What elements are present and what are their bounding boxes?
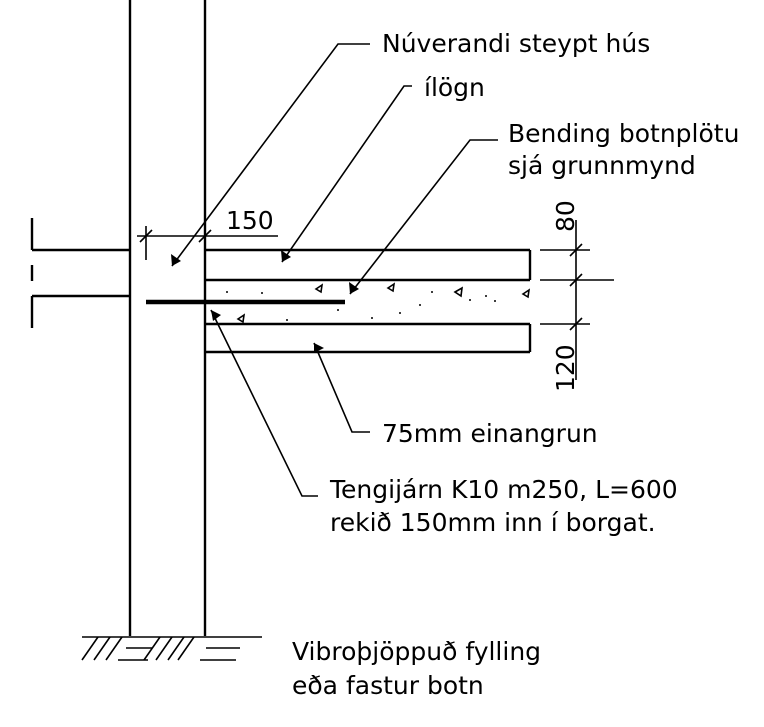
ground-symbol [81, 636, 262, 661]
dimension-150-label: 150 [226, 206, 274, 235]
concrete-hatch [226, 282, 531, 324]
cross-wall [30, 218, 130, 328]
slab-layers [205, 248, 532, 354]
label-inlay: ílögn [424, 73, 485, 102]
existing-wall [128, 0, 207, 636]
label-floor-rebar-1: Bending botnplötu [508, 119, 739, 148]
leader-floor-rebar: Bending botnplötu sjá grunnmynd [349, 119, 739, 295]
label-insulation: 75mm einangrun [382, 419, 598, 448]
leader-existing-house: Núverandi steypt hús [171, 29, 650, 267]
label-fill-2: eða fastur botn [292, 671, 484, 700]
label-fill-1: Vibroþjöppuð fylling [292, 637, 541, 666]
dimension-120-label: 120 [551, 344, 580, 392]
label-dowel-1: Tengijárn K10 m250, L=600 [329, 475, 678, 504]
leader-inlay: ílögn [281, 73, 485, 263]
label-dowel-2: rekið 150mm inn í borgat. [330, 508, 656, 537]
dimension-150: 150 [137, 206, 278, 260]
fill-label: Vibroþjöppuð fylling eða fastur botn [292, 637, 541, 700]
dimension-vertical: 80 120 [540, 200, 614, 392]
label-floor-rebar-2: sjá grunnmynd [508, 151, 696, 180]
dimension-80-label: 80 [551, 200, 580, 232]
label-existing-house: Núverandi steypt hús [382, 29, 650, 58]
leader-dowel: Tengijárn K10 m250, L=600 rekið 150mm in… [210, 309, 678, 537]
leader-insulation: 75mm einangrun [313, 342, 598, 448]
